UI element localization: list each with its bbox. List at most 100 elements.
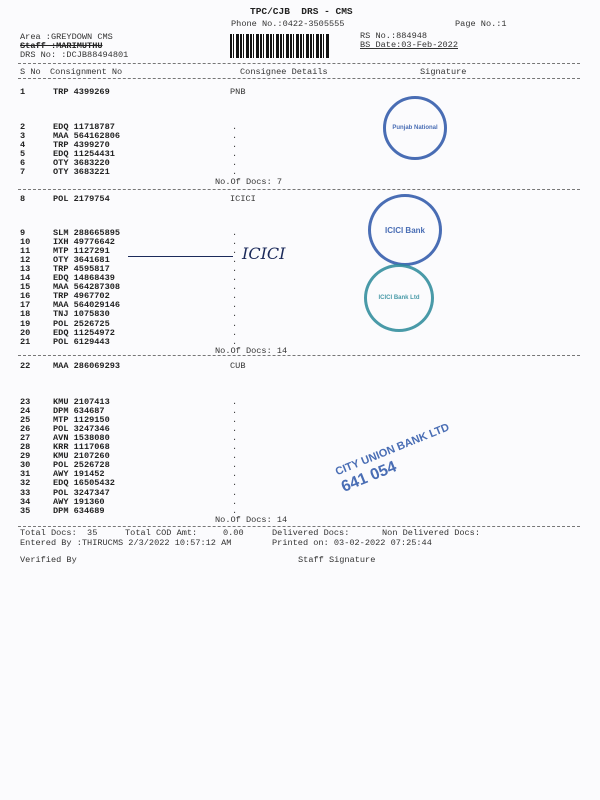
consignment-number: MAA 564162806 (53, 131, 121, 142)
row-dot: . (232, 309, 238, 320)
consignee-name: ICICI (230, 194, 256, 204)
row-dot: . (232, 122, 238, 132)
serial-number: 5 (20, 149, 26, 160)
serial-number: 35 (20, 505, 31, 516)
consignment-number: TRP 4595817 (53, 264, 110, 275)
icici-stamp: ICICI Bank (368, 194, 442, 266)
consignment-number: OTY 3641681 (53, 255, 110, 266)
row-dot: . (232, 140, 238, 151)
consignment-number: TRP 4399270 (53, 140, 110, 151)
row-dot: . (232, 327, 238, 338)
consignment-number: POL 6129443 (53, 336, 110, 347)
row-dot: . (232, 237, 238, 248)
serial-number: 4 (20, 140, 26, 151)
serial-number: 17 (20, 300, 31, 311)
row-dot: . (232, 451, 238, 462)
row-dot: . (232, 469, 238, 480)
consignment-number: DPM 634689 (53, 505, 105, 516)
serial-number: 8 (20, 194, 26, 204)
row-dot: . (232, 442, 238, 453)
serial-number: 11 (20, 246, 31, 257)
staff-signature: Staff Signature (298, 555, 376, 565)
serial-number: 25 (20, 415, 31, 426)
serial-number: 7 (20, 167, 26, 178)
consignee-name: PNB (230, 87, 246, 97)
row-dot: . (232, 228, 238, 238)
group-doc-count: No.Of Docs: 7 (215, 177, 283, 187)
consignment-number: TRP 4399269 (53, 87, 110, 97)
group-doc-count: No.Of Docs: 14 (215, 515, 288, 525)
serial-number: 15 (20, 282, 31, 293)
divider (18, 526, 580, 527)
row-dot: . (232, 167, 238, 178)
row-dot: . (232, 255, 238, 266)
col-sno: S No (20, 67, 41, 77)
divider (18, 78, 580, 79)
serial-number: 33 (20, 487, 31, 498)
consignment-number: DPM 634687 (53, 406, 105, 417)
rs-number: RS No.:884948 (360, 31, 428, 41)
row-dot: . (232, 291, 238, 302)
row-dot: . (232, 246, 238, 257)
serial-number: 28 (20, 442, 31, 453)
area: Area :GREYDOWN CMS (20, 32, 113, 42)
row-dot: . (232, 478, 238, 489)
non-delivered-docs: Non Delivered Docs: (382, 528, 480, 538)
row-dot: . (232, 318, 238, 329)
serial-number: 10 (20, 237, 31, 248)
row-dot: . (232, 487, 238, 498)
bs-date: BS Date:03-Feb-2022 (360, 40, 458, 50)
delivered-docs: Delivered Docs: (272, 528, 350, 538)
printed-on: Printed on: 03-02-2022 07:25:44 (272, 538, 432, 548)
staff: Staff :MARIMUTHU (20, 41, 103, 51)
consignment-number: KRR 1117068 (53, 442, 110, 453)
serial-number: 34 (20, 496, 31, 507)
handwritten-annotation: ICICI (242, 244, 286, 263)
serial-number: 29 (20, 451, 31, 462)
row-dot: . (232, 424, 238, 435)
icici-stamp-2: ICICI Bank Ltd (364, 264, 434, 332)
row-dot: . (232, 282, 238, 293)
consignment-number: KMU 2107413 (53, 397, 110, 407)
serial-number: 18 (20, 309, 31, 320)
row-dot: . (232, 131, 238, 142)
serial-number: 32 (20, 478, 31, 489)
pnb-stamp: Punjab National (383, 96, 447, 160)
row-dot: . (232, 415, 238, 426)
consignment-number: EDQ 11254431 (53, 149, 115, 160)
consignment-number: OTY 3683221 (53, 167, 110, 178)
row-dot: . (232, 505, 238, 516)
serial-number: 19 (20, 318, 31, 329)
serial-number: 31 (20, 469, 31, 480)
row-dot: . (232, 397, 238, 407)
barcode (230, 34, 330, 58)
doc-title: TPC/CJB DRS - CMS (250, 6, 353, 17)
serial-number: 12 (20, 255, 31, 266)
row-dot: . (232, 460, 238, 471)
consignment-number: EDQ 14868439 (53, 273, 115, 284)
serial-number: 22 (20, 361, 31, 371)
consignment-number: IXH 49776642 (53, 237, 115, 248)
consignment-number: MTP 1129150 (53, 415, 110, 426)
serial-number: 20 (20, 327, 31, 338)
serial-number: 2 (20, 122, 26, 132)
serial-number: 13 (20, 264, 31, 275)
consignment-number: MTP 1127291 (53, 246, 110, 257)
consignment-number: EDQ 11254972 (53, 327, 115, 338)
row-dot: . (232, 496, 238, 507)
consignment-number: SLM 288665895 (53, 228, 121, 238)
consignment-number: MAA 564029146 (53, 300, 121, 311)
phone-number: Phone No.:0422-3505555 (231, 19, 345, 29)
row-dot: . (232, 433, 238, 444)
verified-by: Verified By (20, 555, 77, 565)
row-dot: . (232, 149, 238, 160)
col-signature: Signature (420, 67, 467, 77)
row-dot: . (232, 406, 238, 417)
consignment-number: POL 2179754 (53, 194, 110, 204)
consignee-name: CUB (230, 361, 246, 371)
serial-number: 16 (20, 291, 31, 302)
consignment-number: AVN 1538080 (53, 433, 110, 444)
row-dot: . (232, 300, 238, 311)
